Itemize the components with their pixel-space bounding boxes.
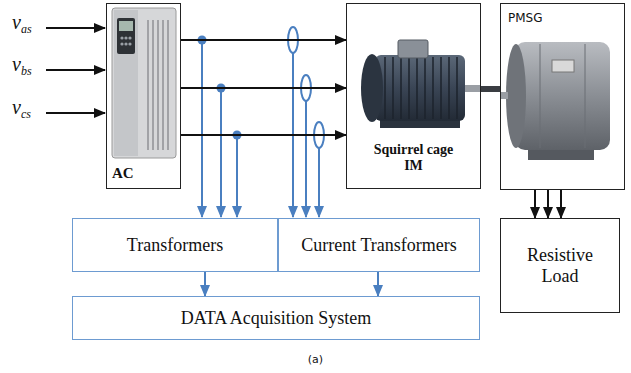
connector-arrow [377,272,379,296]
voltage-taps [202,40,237,217]
signal-subscript: cs [21,107,31,121]
figure-caption: (a) [308,353,323,366]
data-acquisition-box: DATA Acquisition System [72,296,480,340]
motor-box: Squirrel cage IM [346,3,481,189]
signal-subscript: bs [21,64,32,78]
box-label: Squirrel cage IM [364,142,464,174]
signal-label: vbs [12,53,32,79]
box-label: AC [112,165,134,182]
generator-illustration [500,42,610,160]
box-label: Resistive Load [515,245,605,286]
connector-arrow [181,87,346,89]
signal-name: v [12,11,21,33]
motor-illustration [361,40,481,128]
box-label: PMSG [508,12,543,26]
signal-label: vas [12,11,32,37]
transformer-box: Transformers [72,218,278,272]
box-label: DATA Acquisition System [181,308,372,329]
drive-illustration [112,8,176,158]
box-label: Transformers [127,235,223,256]
connector-arrow [547,190,549,218]
current-transformer-box: Current Transformers [278,218,480,272]
generator-box: PMSG [500,3,625,190]
shaft-coupling [481,86,500,92]
signal-subscript: as [21,22,32,36]
connector-arrow [204,272,206,296]
connector-arrow [534,190,536,218]
signal-name: v [12,53,21,75]
box-label: Current Transformers [301,235,457,256]
connector-arrow [181,134,346,136]
signal-name: v [12,96,21,118]
caption-wrap: (a) [0,349,631,367]
current-transformer-rings [288,27,324,217]
drive-box: AC [106,3,181,189]
connector-arrow [181,39,346,41]
connector-arrow [560,190,562,218]
signal-label: vcs [12,96,31,122]
input-arrows [46,28,105,113]
load-box: Resistive Load [500,218,620,313]
